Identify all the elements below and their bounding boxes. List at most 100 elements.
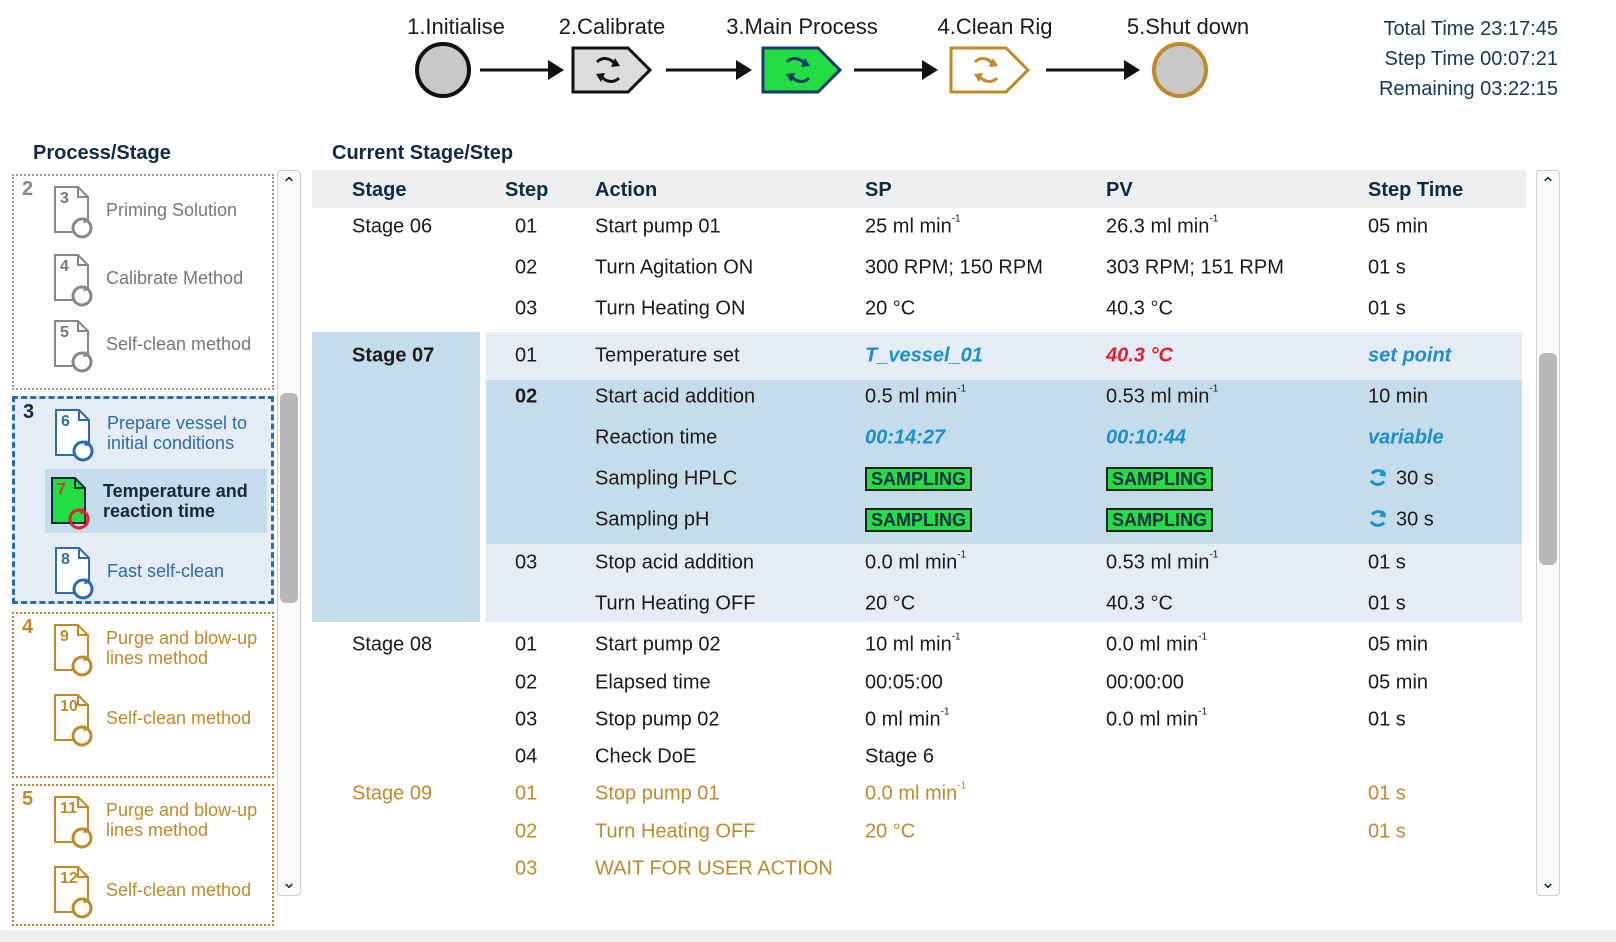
- stage-item-self-clean-method[interactable]: 5 Self-clean method: [48, 312, 270, 376]
- step-3-main-process-icon[interactable]: [761, 46, 843, 94]
- process-flow: 1.Initialise 2.Calibrate 3.Main Process …: [0, 0, 1616, 130]
- chevron-down-icon[interactable]: ⌄: [281, 872, 297, 892]
- cell-pv: 40.3 °C: [1106, 297, 1173, 320]
- stage-label: Self-clean method: [106, 708, 252, 728]
- table-row[interactable]: Stage 07 01 Temperature set T_vessel_01 …: [312, 337, 1526, 375]
- table-row[interactable]: 02 Turn Heating OFF 20 °C 01 s: [312, 813, 1526, 851]
- cell-step: 02: [515, 671, 538, 694]
- remaining-time: Remaining 03:22:15: [1378, 78, 1558, 100]
- cell-step: 02: [515, 385, 538, 408]
- table-row[interactable]: Stage 06 01 Start pump 01 25 ml min-1 26…: [312, 208, 1526, 246]
- stage-number: 8: [61, 551, 70, 568]
- document-icon: [55, 409, 94, 462]
- table-scroll-thumb[interactable]: [1539, 353, 1557, 565]
- cell-step-time: 05 min: [1368, 671, 1429, 694]
- cell-sp: SAMPLING: [865, 508, 973, 532]
- cell-sp: 0.0 ml min-1: [865, 549, 967, 574]
- cell-sp: 25 ml min-1: [865, 213, 961, 238]
- step-02-band: [486, 380, 1522, 544]
- cell-step: 01: [515, 344, 538, 367]
- cell-action: Stop pump 02: [595, 708, 720, 731]
- step-2-calibrate-icon[interactable]: [571, 46, 653, 94]
- cell-step-time: 30 s: [1368, 468, 1434, 491]
- cell-step: 02: [515, 820, 538, 843]
- stage-label: Fast self-clean: [107, 561, 225, 581]
- stage-item-temperature-reaction[interactable]: 7 Temperature and reaction time: [45, 469, 267, 533]
- chevron-down-icon[interactable]: ⌄: [1540, 872, 1556, 892]
- table-scrollbar[interactable]: ⌃ ⌄: [1536, 170, 1560, 896]
- cell-action: Temperature set: [595, 344, 740, 367]
- cell-sp: 00:05:00: [865, 671, 943, 694]
- cell-step-time: 01 s: [1368, 820, 1406, 843]
- table-row[interactable]: Stage 09 01 Stop pump 01 0.0 ml min-1 01…: [312, 775, 1526, 813]
- stage-item-fast-self-clean[interactable]: 8 Fast self-clean: [49, 539, 271, 603]
- stage-label: Self-clean method: [106, 880, 252, 900]
- cell-step-time: 05 min: [1368, 215, 1429, 238]
- stage-number: 6: [61, 413, 70, 430]
- left-scrollbar[interactable]: ⌃ ⌄: [277, 170, 301, 896]
- process-group-3[interactable]: 3 6 Prepare vessel to initial conditions…: [12, 396, 274, 604]
- table-row[interactable]: 03 Turn Heating ON 20 °C 40.3 °C 01 s: [312, 290, 1526, 328]
- step-03-band: [486, 544, 1522, 622]
- table-row[interactable]: Sampling pH SAMPLING SAMPLING 30 s: [312, 501, 1526, 539]
- table-row[interactable]: 03 WAIT FOR USER ACTION: [312, 850, 1526, 888]
- step-2-label: 2.Calibrate: [558, 14, 666, 39]
- cell-step: 01: [515, 782, 538, 805]
- left-scroll-thumb[interactable]: [280, 393, 298, 603]
- stage-item-purge-blow-up[interactable]: 11 Purge and blow-up lines method: [48, 788, 270, 852]
- stage-item-purge-blow-up[interactable]: 9 Purge and blow-up lines method: [48, 616, 270, 680]
- stage-number: 4: [60, 258, 69, 275]
- process-group-4[interactable]: 4 9 Purge and blow-up lines method 10 Se…: [12, 612, 274, 778]
- process-stage-list: 2 3 Priming Solution 4 Calibrate Method …: [10, 174, 276, 926]
- document-icon: [54, 624, 93, 677]
- chevron-up-icon[interactable]: ⌃: [281, 174, 297, 194]
- cell-action: Turn Agitation ON: [595, 256, 754, 279]
- table-row[interactable]: 03 Stop acid addition 0.0 ml min-1 0.53 …: [312, 544, 1526, 582]
- cell-step-time: 01 s: [1368, 708, 1406, 731]
- step-5-shut-down-icon[interactable]: [1152, 42, 1208, 98]
- process-group-5[interactable]: 5 11 Purge and blow-up lines method 12 S…: [12, 784, 274, 926]
- stage-item-calibrate-method[interactable]: 4 Calibrate Method: [48, 246, 270, 310]
- arrow-icon: [666, 60, 752, 80]
- stage-item-priming-solution[interactable]: 3 Priming Solution: [48, 178, 270, 242]
- stage-label: Purge and blow-up lines method: [106, 628, 258, 668]
- cell-step-time: 05 min: [1368, 633, 1429, 656]
- current-stage-heading: Current Stage/Step: [332, 142, 514, 164]
- stage-label: Purge and blow-up lines method: [106, 800, 258, 840]
- step-1-initialise-icon[interactable]: [415, 42, 471, 98]
- step-4-clean-rig-icon[interactable]: [949, 46, 1031, 94]
- cell-step: 03: [515, 708, 538, 731]
- table-row[interactable]: 02 Turn Agitation ON 300 RPM; 150 RPM 30…: [312, 249, 1526, 287]
- table-row[interactable]: Stage 08 01 Start pump 02 10 ml min-1 0.…: [312, 626, 1526, 664]
- stage-item-prepare-vessel[interactable]: 6 Prepare vessel to initial conditions: [49, 401, 271, 465]
- table-row[interactable]: 02 Elapsed time 00:05:00 00:00:00 05 min: [312, 664, 1526, 702]
- cell-sp: 20 °C: [865, 297, 916, 320]
- header-pv: PV: [1106, 179, 1133, 201]
- process-group-2[interactable]: 2 3 Priming Solution 4 Calibrate Method …: [12, 174, 274, 390]
- step-01-band: [486, 332, 1522, 380]
- step-5-label: 5.Shut down: [1126, 14, 1250, 39]
- cell-sp: SAMPLING: [865, 467, 973, 491]
- group-number: 4: [22, 616, 34, 638]
- stage-item-self-clean-method[interactable]: 12 Self-clean method: [48, 858, 270, 922]
- arrow-icon: [480, 60, 564, 80]
- cell-action: Turn Heating OFF: [595, 592, 756, 615]
- header-step: Step: [505, 179, 549, 201]
- document-icon: [54, 866, 93, 919]
- cell-stage: Stage 07: [352, 344, 435, 367]
- table-row[interactable]: 02 Start acid addition 0.5 ml min-1 0.53…: [312, 378, 1526, 416]
- table-row[interactable]: Turn Heating OFF 20 °C 40.3 °C 01 s: [312, 585, 1526, 623]
- cell-action: Elapsed time: [595, 671, 711, 694]
- cell-action: Start pump 01: [595, 215, 721, 238]
- table-row[interactable]: Sampling HPLC SAMPLING SAMPLING 30 s: [312, 460, 1526, 498]
- chevron-up-icon[interactable]: ⌃: [1540, 174, 1556, 194]
- cell-step: 03: [515, 551, 538, 574]
- stage-item-self-clean-method[interactable]: 10 Self-clean method: [48, 686, 270, 750]
- cell-pv: 0.53 ml min-1: [1106, 549, 1219, 574]
- sampling-badge: SAMPLING: [865, 467, 973, 491]
- document-icon: [54, 254, 93, 307]
- table-row[interactable]: 04 Check DoE Stage 6: [312, 738, 1526, 776]
- table-row[interactable]: Reaction time 00:14:27 00:10:44 variable: [312, 419, 1526, 457]
- table-row[interactable]: 03 Stop pump 02 0 ml min-1 0.0 ml min-1 …: [312, 701, 1526, 739]
- cell-stage: Stage 08: [352, 633, 433, 656]
